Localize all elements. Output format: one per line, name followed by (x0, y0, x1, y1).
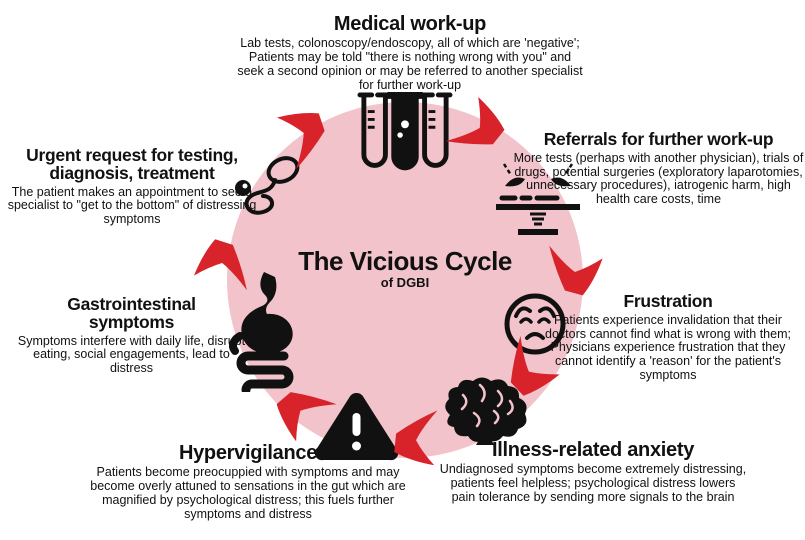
warning-triangle-icon (314, 391, 399, 466)
stage-description: The patient makes an appointment to see … (7, 184, 257, 227)
cycle-arrow-icon (441, 90, 516, 165)
stage-frustration: Frustration Patients experience invalida… (540, 291, 796, 383)
stage-description: Patients experience invalidation that th… (545, 312, 791, 382)
stage-hypervigilance: Hypervigilance Patients become preocuppi… (83, 443, 413, 521)
stage-referrals: Referrals for further work-up More tests… (512, 129, 805, 207)
stage-medical-workup: Medical work-up Lab tests, colonoscopy/e… (232, 14, 588, 92)
cycle-arrow-icon (387, 409, 449, 471)
cycle-title: The Vicious Cycle (298, 246, 512, 276)
stage-title: Illness-related anxiety (491, 439, 695, 461)
stage-description: Symptoms interfere with daily life, disr… (17, 333, 246, 376)
stage-title: Hypervigilance (178, 442, 318, 464)
operating-table-icon (492, 162, 584, 242)
stage-title: Gastrointestinal symptoms (67, 294, 196, 332)
cycle-arrow-icon (263, 373, 341, 451)
stage-description: Lab tests, colonoscopy/endoscopy, all of… (237, 36, 583, 92)
stage-gastrointestinal-symptoms: Gastrointestinal symptoms Symptoms inter… (14, 294, 249, 376)
cycle-subtitle: of DGBI (380, 275, 430, 290)
cycle-arrow-icon (546, 241, 605, 300)
gi-tract-icon (224, 272, 300, 397)
cycle-center-label: The Vicious Cycle of DGBI (255, 248, 555, 290)
brain-icon (438, 375, 532, 452)
cycle-arrow-icon (491, 331, 569, 409)
stage-urgent-request: Urgent request for testing, diagnosis, t… (6, 145, 258, 227)
stethoscope-icon (233, 150, 313, 235)
stage-title: Medical work-up (333, 13, 487, 35)
stage-title: Frustration (623, 291, 713, 311)
stage-title: Referrals for further work-up (543, 129, 774, 149)
cycle-arrow-icon (264, 96, 341, 173)
stage-illness-related-anxiety: Illness-related anxiety Undiagnosed symp… (438, 440, 748, 505)
test-tubes-icon (346, 92, 464, 190)
cycle-arrow-icon (192, 235, 253, 296)
stage-description: More tests (perhaps with another physici… (513, 150, 804, 207)
stage-description: Patients become preocuppied with symptom… (90, 465, 406, 521)
stage-title: Urgent request for testing, diagnosis, t… (26, 145, 238, 183)
stage-description: Undiagnosed symptoms become extremely di… (439, 462, 747, 504)
sad-face-icon (502, 291, 568, 362)
